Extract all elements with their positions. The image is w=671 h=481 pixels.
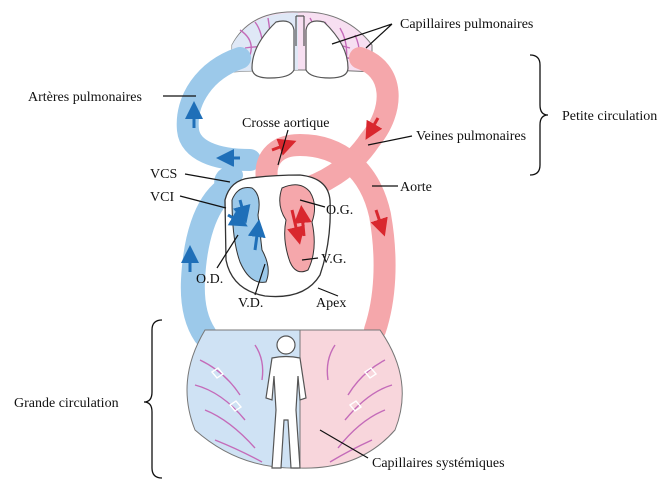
label-veines-pulmonaires: Veines pulmonaires <box>416 129 526 144</box>
label-aorte: Aorte <box>400 180 432 195</box>
pulmonary-artery-vessel <box>188 58 250 160</box>
label-apex: Apex <box>316 296 346 311</box>
label-capillaires-systemiques: Capillaires systémiques <box>372 456 505 471</box>
grande-circulation-brace <box>144 320 162 478</box>
label-arteres-pulmonaires: Artères pulmonaires <box>28 90 142 105</box>
label-capillaires-pulmonaires: Capillaires pulmonaires <box>400 17 533 32</box>
label-vci: VCI <box>150 190 174 205</box>
label-od: O.D. <box>196 272 223 287</box>
label-vcs: VCS <box>150 167 177 182</box>
label-vd: V.D. <box>238 296 263 311</box>
label-grande-circulation: Grande circulation <box>14 396 119 411</box>
label-vg: V.G. <box>321 252 346 267</box>
heart <box>225 175 330 297</box>
petite-circulation-brace <box>530 55 548 175</box>
label-crosse-aortique: Crosse aortique <box>242 116 329 131</box>
label-petite-circulation: Petite circulation <box>562 109 657 124</box>
label-og: O.G. <box>326 203 353 218</box>
